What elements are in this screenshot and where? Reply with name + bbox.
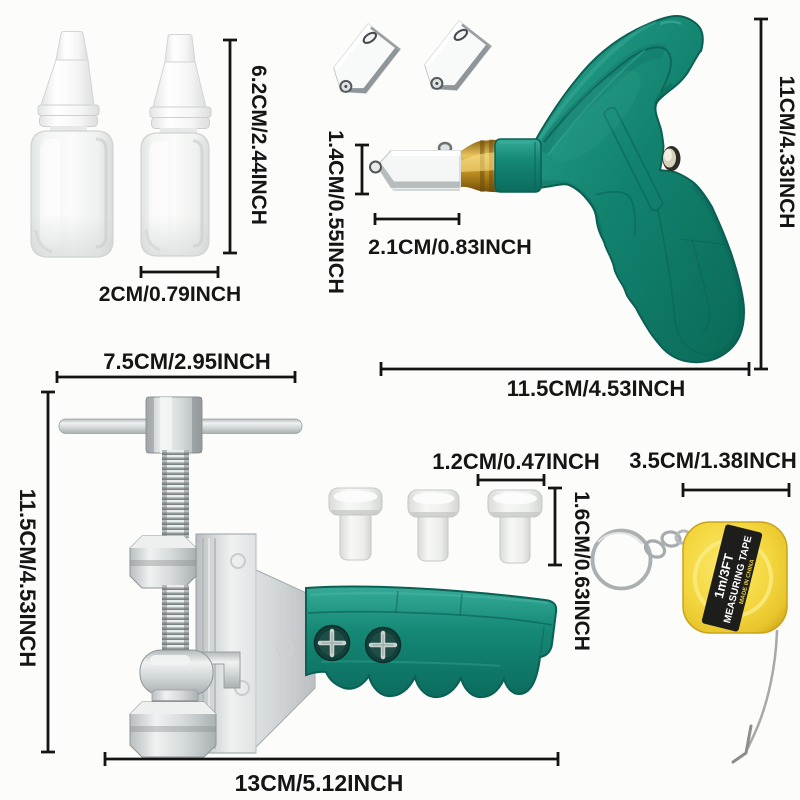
svg-text:2.1CM/0.83INCH: 2.1CM/0.83INCH	[368, 235, 532, 259]
svg-text:3.5CM/1.38INCH: 3.5CM/1.38INCH	[629, 448, 797, 473]
svg-text:1.6CM/0.63INCH: 1.6CM/0.63INCH	[570, 491, 593, 651]
svg-text:13CM/5.12INCH: 13CM/5.12INCH	[235, 770, 404, 796]
svg-text:2CM/0.79INCH: 2CM/0.79INCH	[99, 283, 241, 306]
svg-text:11.5CM/4.53INCH: 11.5CM/4.53INCH	[507, 376, 686, 401]
svg-text:1.4CM/0.55INCH: 1.4CM/0.55INCH	[324, 130, 348, 294]
svg-text:1.2CM/0.47INCH: 1.2CM/0.47INCH	[432, 449, 600, 474]
svg-text:11.5CM/4.53INCH: 11.5CM/4.53INCH	[15, 489, 40, 668]
svg-text:6.2CM/2.44INCH: 6.2CM/2.44INCH	[247, 65, 270, 225]
svg-text:11CM/4.33INCH: 11CM/4.33INCH	[775, 76, 798, 229]
svg-text:7.5CM/2.95INCH: 7.5CM/2.95INCH	[103, 349, 271, 374]
